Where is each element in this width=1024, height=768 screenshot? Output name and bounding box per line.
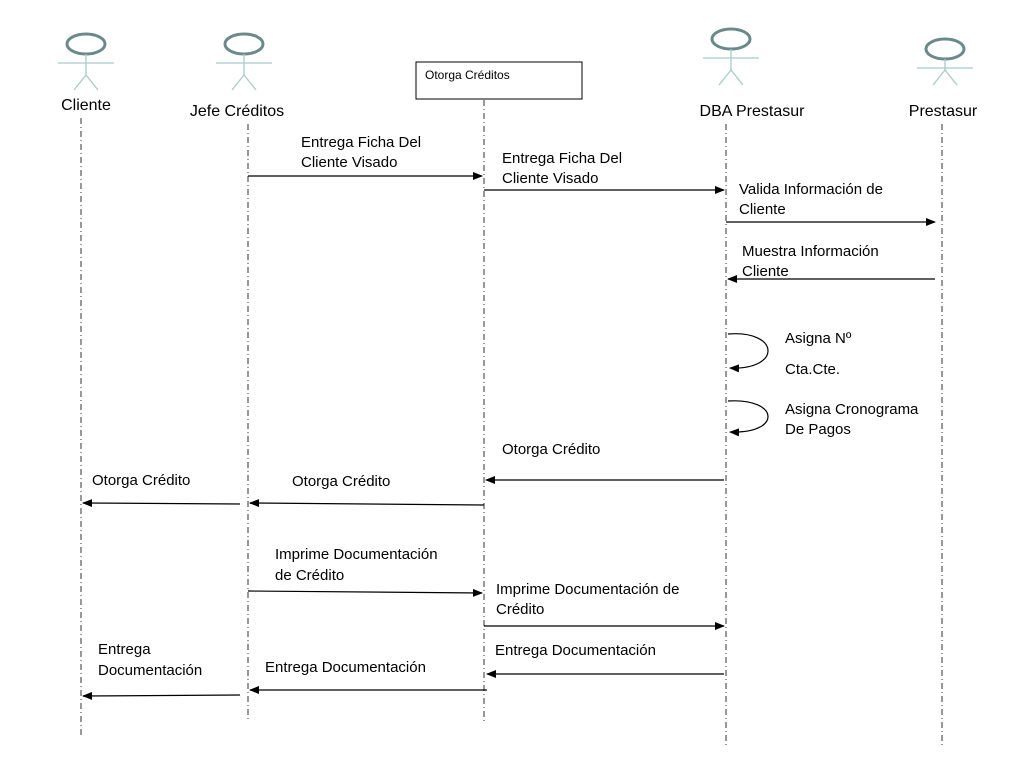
message-label: Otorga Crédito bbox=[502, 441, 600, 458]
message-entrega-ficha-2: Entrega Ficha Del Cliente Visado bbox=[484, 150, 725, 194]
stick-figure-icon bbox=[703, 27, 759, 86]
message-label: Asigna Cronograma bbox=[785, 401, 919, 418]
message-label: Otorga Crédito bbox=[92, 472, 190, 489]
message-label: Entrega Documentación bbox=[265, 659, 426, 676]
self-message-asigna-cronograma: Asigna Cronograma De Pagos bbox=[727, 400, 919, 438]
message-imprime-documentacion-2: Imprime Documentación de Crédito bbox=[484, 581, 725, 630]
message-label: Entrega Documentación bbox=[495, 642, 656, 659]
message-label: Crédito bbox=[496, 601, 544, 618]
actor-cliente: Cliente bbox=[58, 32, 114, 114]
message-otorga-credito-1: Otorga Crédito bbox=[485, 441, 724, 484]
message-label: Asigna Nº bbox=[785, 330, 852, 347]
message-otorga-credito-2: Otorga Crédito bbox=[249, 473, 485, 508]
message-label: Otorga Crédito bbox=[292, 473, 390, 490]
actor-prestasur: Prestasur bbox=[909, 37, 978, 120]
message-label: de Crédito bbox=[275, 567, 344, 584]
actor-name-prestasur: Prestasur bbox=[909, 103, 978, 120]
stick-figure-icon bbox=[58, 32, 114, 91]
message-label: Entrega Ficha Del bbox=[301, 134, 421, 151]
actor-jefe-creditos: Jefe Créditos bbox=[190, 32, 284, 120]
message-label: Entrega bbox=[98, 641, 151, 658]
message-label: De Pagos bbox=[785, 421, 851, 438]
message-muestra-informacion: Muestra Información Cliente bbox=[727, 243, 935, 283]
message-entrega-documentacion-2: Entrega Documentación bbox=[249, 659, 487, 694]
message-imprime-documentacion-1: Imprime Documentación de Crédito bbox=[247, 546, 483, 597]
message-otorga-credito-3: Otorga Crédito bbox=[82, 472, 241, 508]
stick-figure-icon bbox=[917, 37, 973, 86]
actor-name-jefe-creditos: Jefe Créditos bbox=[190, 103, 284, 120]
message-label: Cta.Cte. bbox=[785, 361, 840, 378]
message-label: Imprime Documentación bbox=[275, 546, 438, 563]
object-title: Otorga Créditos bbox=[425, 68, 510, 82]
message-valida-informacion: Valida Información de Cliente bbox=[726, 181, 936, 226]
message-label: Muestra Información bbox=[742, 243, 879, 260]
object-otorga-creditos: Otorga Créditos bbox=[415, 61, 583, 100]
actor-name-cliente: Cliente bbox=[61, 97, 111, 114]
message-label: Cliente bbox=[742, 263, 789, 280]
actor-name-dba-prestasur: DBA Prestasur bbox=[700, 103, 806, 120]
message-entrega-ficha-1: Entrega Ficha Del Cliente Visado bbox=[248, 134, 483, 180]
message-label: Cliente bbox=[739, 201, 786, 218]
message-label: Entrega Ficha Del bbox=[502, 150, 622, 167]
message-label: Cliente Visado bbox=[301, 154, 397, 171]
self-message-asigna-cuenta: Asigna Nº Cta.Cte. bbox=[727, 330, 852, 378]
message-label: Valida Información de bbox=[739, 181, 883, 198]
message-entrega-documentacion-3: Entrega Documentación bbox=[82, 641, 241, 700]
message-label: Imprime Documentación de bbox=[496, 581, 679, 598]
actor-dba-prestasur: DBA Prestasur bbox=[700, 27, 806, 120]
message-entrega-documentacion-1: Entrega Documentación bbox=[486, 642, 724, 678]
message-label: Cliente Visado bbox=[502, 170, 598, 187]
message-label: Documentación bbox=[98, 662, 202, 679]
stick-figure-icon bbox=[216, 32, 272, 91]
